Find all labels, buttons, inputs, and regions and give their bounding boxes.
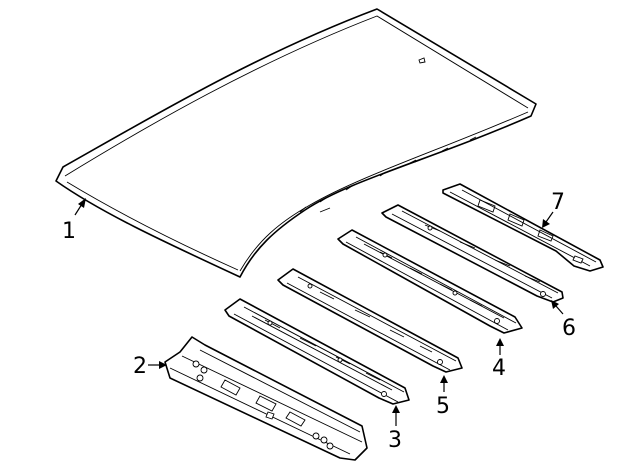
leader-lines xyxy=(74,198,564,426)
rear-header-panel xyxy=(442,183,604,272)
arrow-7 xyxy=(542,219,550,228)
leader-7 xyxy=(545,211,554,223)
front-header-panel xyxy=(164,336,368,461)
callout-7: 7 xyxy=(551,190,565,215)
leader-6 xyxy=(555,305,564,315)
rear-roof-bow xyxy=(381,204,564,303)
callout-2: 2 xyxy=(133,354,147,379)
callout-3: 3 xyxy=(388,428,402,453)
callout-6: 6 xyxy=(562,316,576,341)
callout-4: 4 xyxy=(492,356,506,381)
arrow-3 xyxy=(392,405,400,413)
arrow-6 xyxy=(551,300,559,309)
arrow-4 xyxy=(496,338,504,346)
arrow-2 xyxy=(159,361,167,369)
callout-labels: 1 2 3 4 5 6 7 xyxy=(62,190,576,453)
front-roof-bow xyxy=(224,298,410,405)
front-center-roof-bow xyxy=(277,268,463,373)
callout-1: 1 xyxy=(62,219,76,244)
callout-5: 5 xyxy=(436,394,450,419)
arrow-5 xyxy=(440,375,448,383)
arrow-1 xyxy=(78,198,86,208)
roof-panel xyxy=(55,8,537,278)
center-roof-bow xyxy=(337,229,523,334)
